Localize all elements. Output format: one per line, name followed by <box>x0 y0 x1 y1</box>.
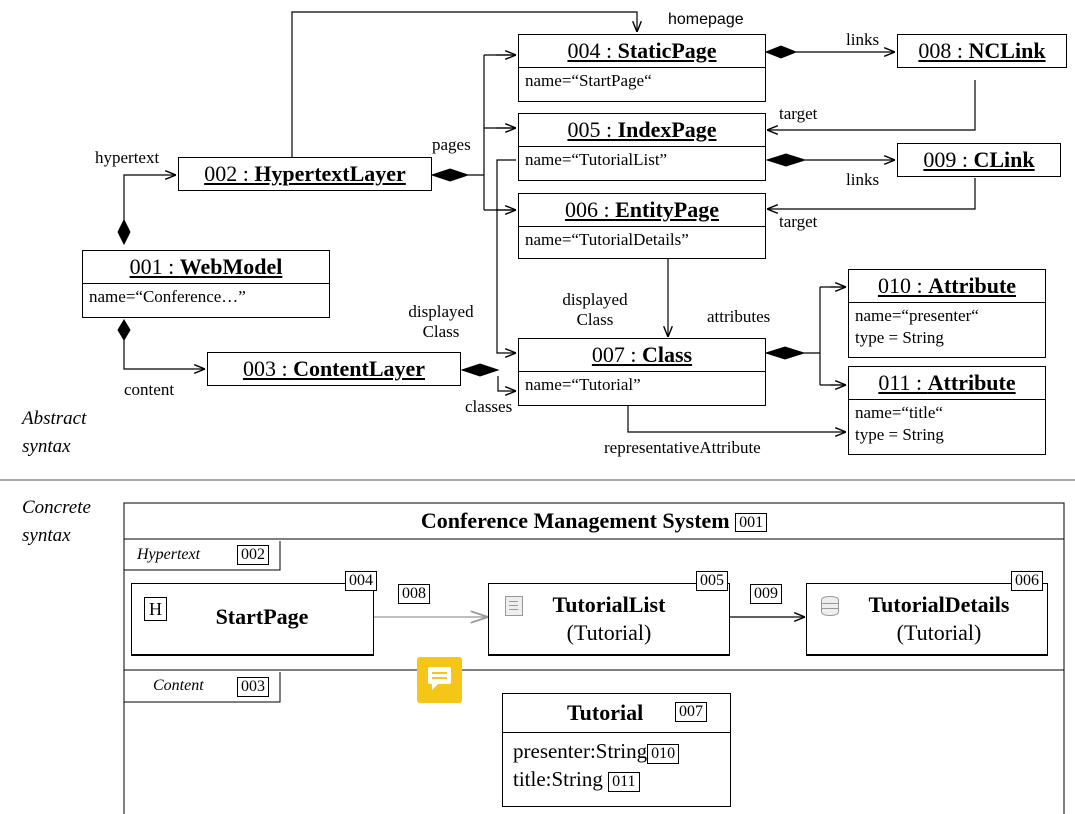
diamond-indexpage <box>765 153 807 167</box>
label-homepage: homepage <box>668 11 744 28</box>
tag-001: 001 <box>735 513 768 532</box>
diamond-webmodel-bottom <box>117 319 131 341</box>
content-area-label: Content <box>153 677 204 694</box>
object-entitypage: 006 : EntityPage name=“TutorialDetails” <box>518 193 766 259</box>
concrete-syntax-label: Concrete syntax <box>22 497 91 546</box>
label-links-1: links <box>846 30 880 49</box>
object-clink: 009 : CLink <box>897 143 1061 177</box>
object-nclink: 008 : NCLink <box>897 34 1067 68</box>
tag-010: 010 <box>647 744 680 764</box>
diamond-class <box>764 346 806 360</box>
object-attribute-010: 010 : Attribute name=“presenter“ type = … <box>848 269 1046 358</box>
tag-002: 002 <box>237 545 269 565</box>
tutoriallist-title: TutorialList <box>552 592 666 617</box>
label-representative-attribute: representativeAttribute <box>604 438 761 457</box>
representative-connector <box>627 405 846 432</box>
webmodel-attr: name=“Conference…” <box>89 287 246 306</box>
tag-008: 008 <box>398 584 430 604</box>
attr-010-line-2: type = String <box>855 328 944 347</box>
tag-006: 006 <box>1011 571 1043 591</box>
entity-page-icon <box>821 596 839 616</box>
page-marker-h: H <box>144 597 167 621</box>
page-tutorialdetails[interactable]: TutorialDetails (Tutorial) <box>806 583 1048 655</box>
abstract-syntax-label: Abstract syntax <box>22 408 87 457</box>
hypertext-area-label: Hypertext <box>137 546 201 563</box>
label-content: content <box>124 380 175 399</box>
attr-011-line-2: type = String <box>855 425 944 444</box>
tag-005: 005 <box>696 571 728 591</box>
page-tutoriallist[interactable]: TutorialList (Tutorial) <box>488 583 730 655</box>
note-icon[interactable] <box>417 657 462 703</box>
label-displayed-class-mid: displayed Class <box>562 290 628 329</box>
label-displayed-class-left: displayed Class <box>408 302 474 341</box>
attr-011-line-1: name=“title“ <box>855 403 943 422</box>
object-staticpage: 004 : StaticPage name=“StartPage“ <box>518 34 766 102</box>
tag-011: 011 <box>608 772 640 792</box>
entitypage-attr: name=“TutorialDetails” <box>525 230 689 249</box>
label-target-2: target <box>779 212 818 231</box>
label-hypertext: hypertext <box>95 148 160 167</box>
target-connector-1 <box>767 80 976 130</box>
diamond-staticpage <box>764 45 798 59</box>
attr-010-line-1: name=“presenter“ <box>855 306 979 325</box>
label-links-2: links <box>846 170 880 189</box>
index-page-icon <box>505 596 523 616</box>
label-attributes: attributes <box>707 307 771 326</box>
object-webmodel: 001 : WebModel name=“Conference…” <box>82 250 330 318</box>
tag-007: 007 <box>675 702 707 722</box>
object-hypertextlayer: 002 : HypertextLayer <box>178 157 432 191</box>
tutorialdetails-title: TutorialDetails <box>868 592 1010 617</box>
target-connector-2 <box>767 178 976 209</box>
object-contentlayer: 003 : ContentLayer <box>207 352 461 386</box>
attributes-connector <box>804 286 846 386</box>
object-class: 007 : Class name=“Tutorial” <box>518 338 766 406</box>
page-startpage[interactable]: H StartPage <box>131 583 374 655</box>
diamond-content <box>460 363 500 377</box>
tutoriallist-subtitle: (Tutorial) <box>566 620 652 645</box>
class-attr: name=“Tutorial” <box>525 375 641 394</box>
hypertext-connector <box>123 175 176 230</box>
homepage-connector <box>291 11 637 160</box>
label-classes: classes <box>465 397 513 416</box>
classes-connector <box>497 376 516 391</box>
diamond-hypertext <box>430 168 470 182</box>
staticpage-attr: name=“StartPage“ <box>525 71 652 90</box>
tag-009: 009 <box>750 584 782 604</box>
label-pages: pages <box>432 135 471 154</box>
content-connector <box>123 340 205 369</box>
system-frame <box>123 502 1065 814</box>
object-indexpage: 005 : IndexPage name=“TutorialList” <box>518 113 766 181</box>
displayed-class-left-connector <box>496 159 516 353</box>
startpage-title: StartPage <box>215 604 309 629</box>
indexpage-attr: name=“TutorialList” <box>525 150 668 169</box>
tag-003: 003 <box>237 677 269 697</box>
diamond-webmodel-top <box>117 218 131 246</box>
tutorial-attr-title: title:String 011 <box>513 766 640 792</box>
tutorialdetails-subtitle: (Tutorial) <box>896 620 982 645</box>
object-attribute-011: 011 : Attribute name=“title“ type = Stri… <box>848 366 1046 455</box>
tag-004: 004 <box>345 571 377 591</box>
label-target-1: target <box>779 104 818 123</box>
system-title: Conference Management System 001 <box>124 508 1064 534</box>
tutorial-class-title: Tutorial <box>567 700 644 725</box>
